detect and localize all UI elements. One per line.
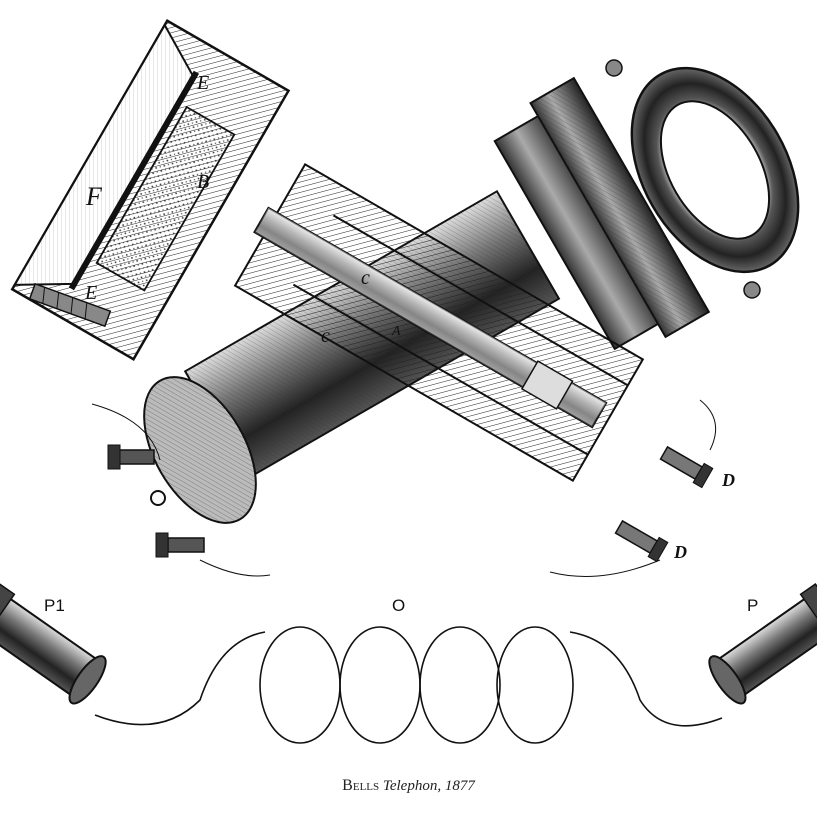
caption-year: 1877 <box>444 778 475 794</box>
label-d-upper: D <box>722 470 735 490</box>
label-b: B <box>197 171 210 193</box>
caption-title: Telephon, <box>382 778 442 794</box>
label-p1: P1 <box>44 596 65 615</box>
label-d-lower: D <box>674 542 687 562</box>
left-handset <box>0 583 107 705</box>
label-a: A <box>392 324 401 339</box>
label-e-bottom: E <box>85 282 98 304</box>
coiled-wire <box>94 626 723 744</box>
label-e-top: E <box>197 72 210 94</box>
label-c-upper: c <box>361 267 370 289</box>
label-p: P <box>747 596 759 615</box>
caption-name: Bells <box>342 777 380 794</box>
label-c-lower: c <box>321 325 330 347</box>
figure-caption: Bells Telephon, 1877 <box>0 777 817 795</box>
label-f: F <box>86 182 102 211</box>
right-handset <box>708 583 817 705</box>
sectional-telephone <box>10 19 717 577</box>
label-o: O <box>392 596 406 615</box>
